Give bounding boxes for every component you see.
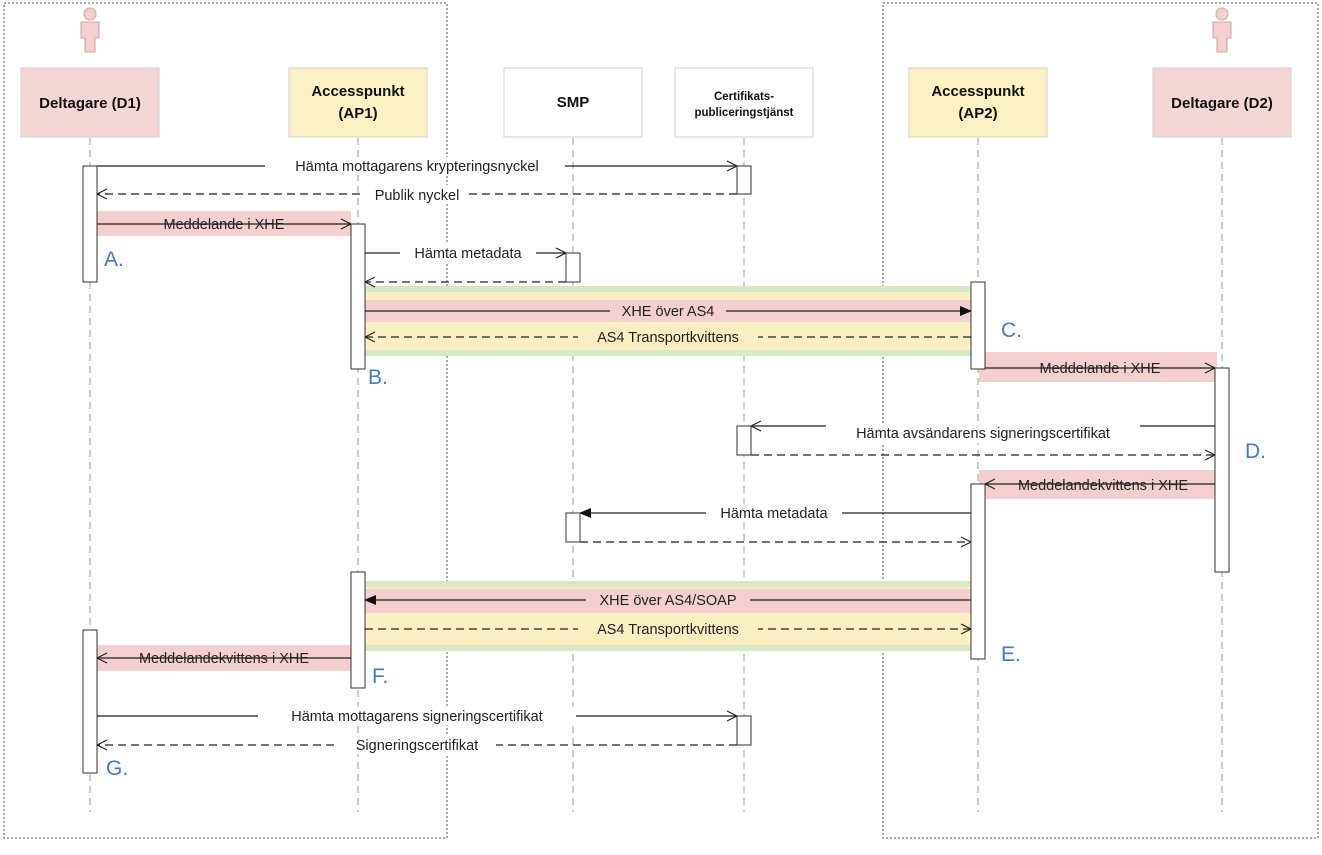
message-label-m6: AS4 Transportkvittens xyxy=(597,330,739,346)
message-label-m12: AS4 Transportkvittens xyxy=(597,622,739,638)
message-label-m3: Meddelande i XHE xyxy=(164,217,285,233)
participant-d2-label: Deltagare (D2) xyxy=(1171,95,1273,112)
participant-ap2-label-line2: (AP2) xyxy=(958,105,997,122)
message-label-m2: Publik nyckel xyxy=(375,188,460,204)
participant-ap1-label-line1: Accesspunkt xyxy=(311,83,404,100)
person-icon xyxy=(1212,7,1232,53)
message-label-m5: XHE över AS4 xyxy=(622,304,715,320)
participant-smp-label: SMP xyxy=(557,94,590,111)
activation-ap2 xyxy=(970,281,986,370)
group-frame-left xyxy=(3,2,448,839)
activation-d1 xyxy=(82,629,98,774)
activation-ap2 xyxy=(970,483,986,660)
participant-d1-box xyxy=(20,67,160,138)
participant-d2-box xyxy=(1152,67,1292,138)
activation-cert xyxy=(736,165,752,195)
message-band-pink xyxy=(979,352,1217,382)
participant-ap1-label-line2: (AP1) xyxy=(338,105,377,122)
activation-d2 xyxy=(1214,367,1230,573)
participant-cert-label-line2: publiceringstjänst xyxy=(694,107,793,119)
participant-cert-label-line1: Certifikats- xyxy=(714,91,774,103)
step-label-a: A. xyxy=(104,248,124,271)
message-label-m13: Meddelandekvittens i XHE xyxy=(139,651,309,667)
message-label-m15: Signeringscertifikat xyxy=(356,738,479,754)
activation-smp xyxy=(565,512,581,543)
message-label-m14: Hämta mottagarens signeringscertifikat xyxy=(291,709,542,725)
step-label-d: D. xyxy=(1245,440,1266,463)
step-label-b: B. xyxy=(368,366,388,389)
message-label-m1: Hämta mottagarens krypteringsnyckel xyxy=(295,159,538,175)
message-label-m9: Meddelandekvittens i XHE xyxy=(1018,478,1188,494)
step-label-e: E. xyxy=(1001,643,1021,666)
message-label-m10: Hämta metadata xyxy=(720,506,828,522)
activation-ap1 xyxy=(350,571,366,689)
participant-d1-label: Deltagare (D1) xyxy=(39,95,141,112)
participant-smp-box xyxy=(503,67,643,138)
step-label-f: F. xyxy=(372,665,388,688)
group-frame-right xyxy=(882,2,1319,839)
message-label-m8: Hämta avsändarens signeringscertifikat xyxy=(856,426,1110,442)
activation-d1 xyxy=(82,165,98,283)
step-label-g: G. xyxy=(106,757,128,780)
activation-smp xyxy=(565,252,581,283)
message-label-m7: Meddelande i XHE xyxy=(1040,361,1161,377)
activation-cert xyxy=(736,425,752,456)
activation-cert xyxy=(736,715,752,746)
participant-ap1-box xyxy=(288,67,428,138)
participant-cert-box xyxy=(674,67,814,138)
participant-ap2-box xyxy=(908,67,1048,138)
message-label-m11: XHE över AS4/SOAP xyxy=(599,593,736,609)
step-label-c: C. xyxy=(1001,319,1022,342)
person-icon xyxy=(80,7,100,53)
message-label-m4: Hämta metadata xyxy=(414,246,522,262)
activation-ap1 xyxy=(350,223,366,370)
participant-ap2-label-line1: Accesspunkt xyxy=(931,83,1024,100)
